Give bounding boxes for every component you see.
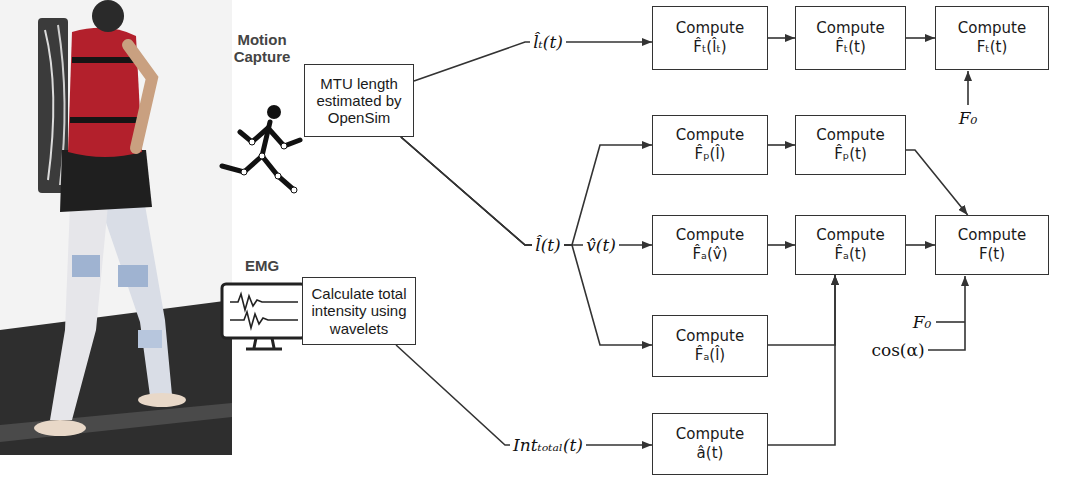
leader-arrow	[967, 71, 969, 105]
foot	[138, 393, 186, 407]
flow-arrow	[768, 275, 835, 445]
box-text: Compute F̂ₜ(l̂ₜ)	[668, 19, 752, 57]
electrode-tape	[118, 265, 148, 287]
flow-arrow	[906, 244, 935, 246]
process-box: Compute F̂ₐ(l̂)	[652, 315, 768, 377]
cable	[45, 30, 53, 180]
process-box: MTU length estimated by OpenSim	[304, 64, 414, 137]
flow-arrow	[396, 345, 652, 445]
marker-dot	[291, 187, 297, 193]
stick-leg	[262, 156, 294, 190]
math-label: F₀	[910, 312, 935, 332]
box-text: Compute F̂ₐ(l̂)	[668, 327, 752, 365]
electrode-tape	[72, 255, 100, 277]
flow-arrow	[768, 144, 795, 146]
process-box: Compute F̂ₐ(t)	[795, 215, 906, 275]
math-label: F₀	[956, 108, 981, 128]
process-box: Calculate total intensity using wavelets	[302, 277, 416, 345]
math-label: v̂(t)	[583, 235, 619, 255]
box-text: Compute F̂ₜ(t)	[809, 19, 893, 57]
flow-arrow	[768, 37, 795, 39]
box-text: Compute Fₜ(t)	[950, 19, 1034, 57]
flow-arrow	[401, 137, 652, 245]
motion-capture-icon	[222, 122, 300, 190]
harness-strap	[70, 60, 142, 120]
flow-arrow	[401, 137, 652, 245]
process-box: Compute F̂ₚ(t)	[795, 115, 906, 175]
flow-arrow	[768, 275, 835, 345]
electrode-tape	[138, 330, 162, 348]
arm	[128, 45, 152, 148]
box-text: Compute â(t)	[668, 425, 752, 463]
math-label: l̂(t)	[532, 235, 564, 255]
marker-dot	[259, 153, 265, 159]
process-box: Compute F(t)	[935, 215, 1049, 275]
marker-dots	[241, 139, 297, 193]
photo-background	[0, 0, 232, 455]
treadmill-belt	[0, 403, 232, 442]
process-box: Compute F̂ₚ(l̂)	[652, 115, 768, 175]
emg-wave	[230, 294, 298, 310]
process-box: Compute F̂ₜ(t)	[795, 6, 906, 70]
box-text: Compute F̂ₐ(v̂)	[668, 226, 752, 264]
caption-label: Motion Capture	[226, 31, 298, 66]
head	[92, 0, 124, 32]
box-text: Compute F̂ₚ(l̂)	[668, 126, 752, 164]
edge-label: Intₜₒₜₐₗ(t)	[510, 435, 586, 455]
marker-dot	[275, 173, 281, 179]
flow-arrow	[401, 137, 652, 345]
back-leg	[50, 205, 108, 420]
process-box: Compute F̂ₐ(v̂)	[652, 215, 768, 275]
emg-wave	[230, 312, 298, 328]
flow-arrow	[906, 37, 935, 39]
leader-line	[936, 321, 965, 323]
marker-dot	[241, 169, 247, 175]
process-box: Compute F̂ₜ(l̂ₜ)	[652, 6, 768, 70]
box-text: Calculate total intensity using wavelets	[309, 285, 409, 337]
box-text: Compute F̂ₐ(t)	[809, 226, 893, 264]
flow-arrow	[906, 150, 968, 215]
marker-dot	[281, 143, 287, 149]
monitor-icon	[222, 284, 305, 338]
process-box: Compute â(t)	[652, 413, 768, 475]
monitor-stand	[246, 338, 282, 349]
box-text: Compute F(t)	[950, 226, 1034, 264]
box-text: Compute F̂ₚ(t)	[809, 126, 893, 164]
treadmill	[0, 300, 232, 455]
box-text: MTU length estimated by OpenSim	[311, 75, 407, 127]
stick-head	[267, 105, 281, 119]
marker-dot	[249, 139, 255, 145]
math-label: cos(α)	[868, 340, 927, 360]
flow-arrow	[768, 244, 795, 246]
process-box: Compute Fₜ(t)	[935, 6, 1049, 70]
edge-label: l̂ₜ(t)	[530, 32, 566, 52]
front-leg	[100, 205, 172, 396]
foot	[34, 420, 86, 436]
shorts	[60, 150, 152, 212]
caption-label: EMG	[226, 257, 298, 274]
